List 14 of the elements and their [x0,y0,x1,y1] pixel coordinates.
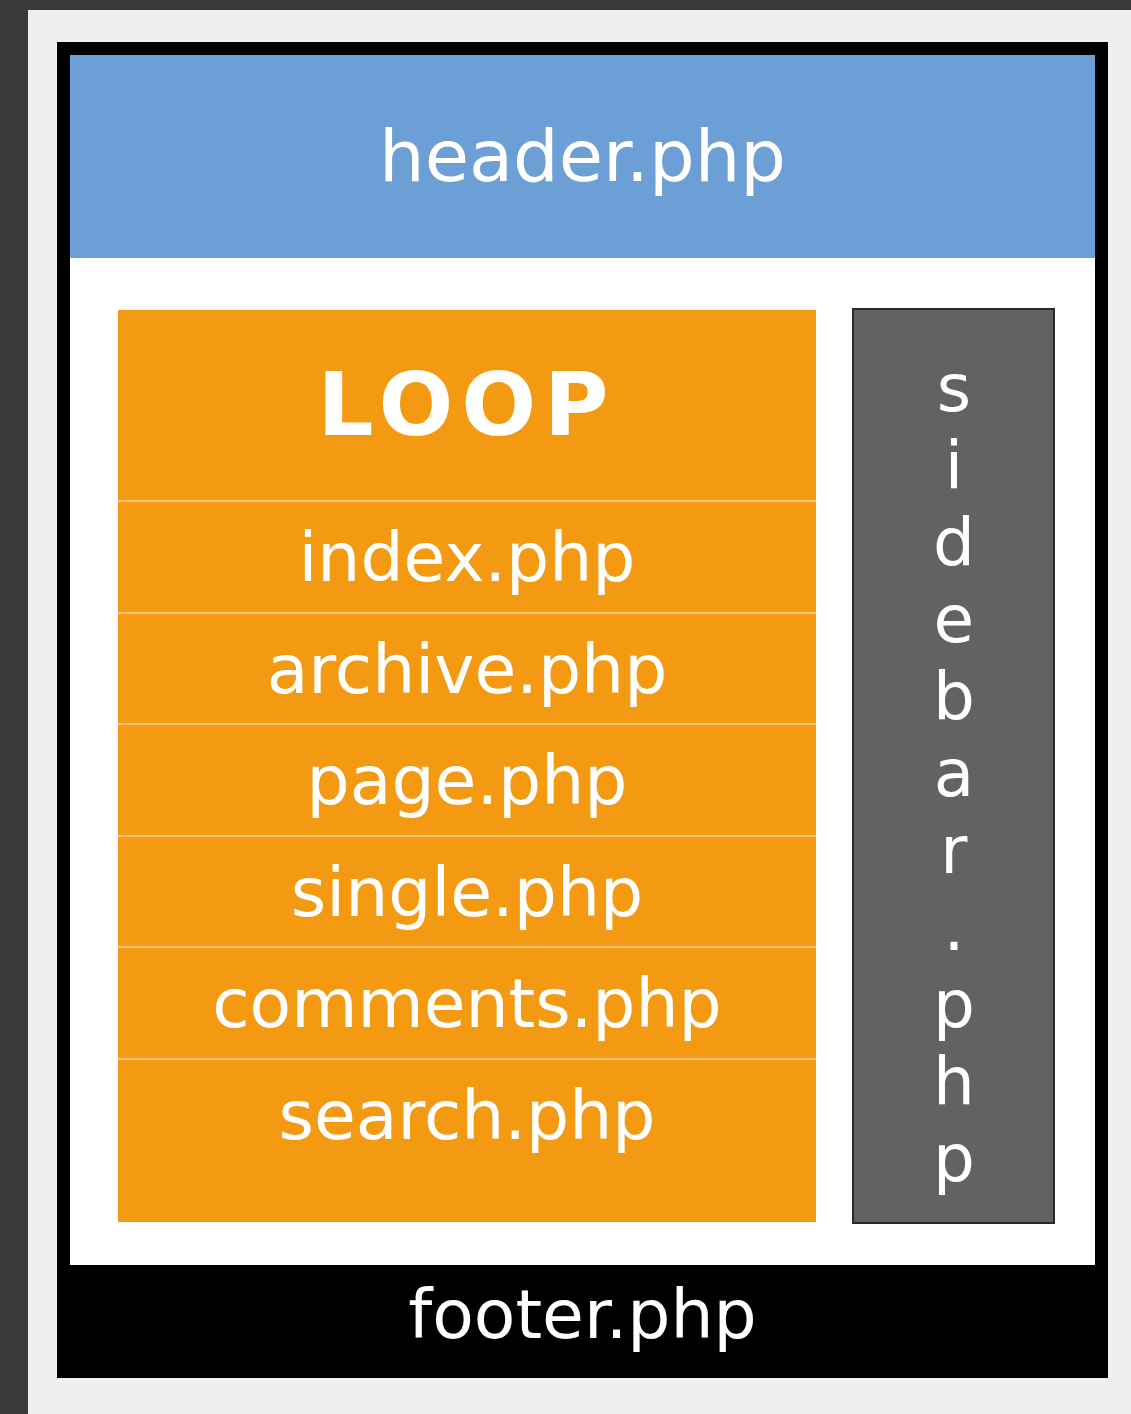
file-name-label: sidebar.php [914,350,994,1199]
file-name-label: single.php [289,851,645,934]
sidebar-panel [852,308,1055,1224]
file-name-label: index.php [297,517,637,599]
loop-panel [118,310,816,1222]
file-name-label: footer.php [407,1274,758,1356]
file-name-label: header.php [378,113,787,200]
header-band [70,55,1095,258]
page-frame [57,42,1108,1378]
file-name-label: archive.php [265,628,669,711]
file-name-label: page.php [305,740,629,822]
file-name-label: search.php [277,1074,657,1157]
file-name-label: comments.php [211,963,723,1045]
panel-title: LOOP [316,352,618,458]
